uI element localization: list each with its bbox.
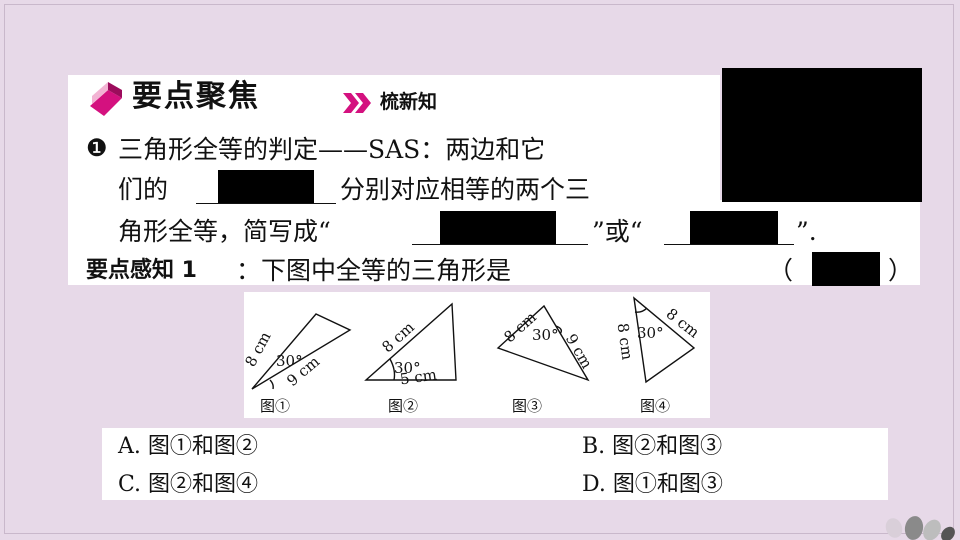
- fig4-angle: 30°: [637, 324, 664, 342]
- triangle-3: [496, 304, 590, 382]
- option-d[interactable]: D. 图①和图③: [582, 472, 723, 497]
- rule-line-3-mid: ”或“: [592, 217, 643, 246]
- slide-border: [4, 4, 954, 534]
- triangle-figures: [251, 296, 696, 390]
- double-chevron-icon: [343, 93, 371, 113]
- angle-arc-3: [555, 325, 563, 335]
- figure-caption-3: 图③: [512, 397, 543, 415]
- section-number: ❶: [86, 134, 108, 162]
- figure-caption-2: 图②: [388, 397, 419, 415]
- angle-arc-4: [634, 307, 648, 313]
- rule-line-2-prefix: 们的: [118, 175, 169, 204]
- fig4-side-a: 8 cm: [613, 321, 637, 361]
- figures-panel: [244, 292, 710, 418]
- decorative-leaf-icon: [885, 516, 955, 540]
- question-text: ：下图中全等的三角形是: [236, 256, 512, 285]
- answer-blank-3[interactable]: [664, 244, 794, 245]
- triangle-2: [364, 302, 457, 381]
- figure-caption-4: 图④: [640, 397, 671, 415]
- option-b[interactable]: B. 图②和图③: [582, 434, 723, 459]
- redaction-block: [218, 170, 314, 203]
- angle-arc-1: [269, 379, 274, 390]
- redaction-block: [812, 252, 880, 286]
- header-title: 要点聚焦: [132, 79, 260, 114]
- answer-paren-open: （: [768, 256, 794, 285]
- fig2-angle: 30°: [394, 359, 421, 377]
- header-bullet-icon: [90, 82, 122, 116]
- answer-blank-1[interactable]: [196, 203, 336, 204]
- answer-blank-2[interactable]: [412, 244, 588, 245]
- rule-line-1: 三角形全等的判定——SAS：两边和它: [118, 135, 546, 164]
- option-c[interactable]: C. 图②和图④: [118, 472, 259, 497]
- triangle-4: [633, 296, 696, 384]
- rule-line-3-end: ”.: [796, 217, 817, 246]
- option-a[interactable]: A. 图①和图②: [118, 434, 258, 459]
- fig1-angle: 30°: [276, 352, 303, 370]
- header-subtitle: 梳新知: [380, 91, 438, 113]
- fig3-angle: 30°: [532, 326, 559, 344]
- question-label: 要点感知 1: [86, 258, 197, 283]
- triangle-1: [251, 313, 352, 390]
- rule-line-3-prefix: 角形全等，简写成“: [118, 217, 331, 246]
- redaction-block: [690, 211, 778, 244]
- options-panel: [102, 428, 888, 500]
- redaction-block: [722, 68, 922, 202]
- content-panel: [68, 75, 720, 285]
- angle-arc-2: [389, 358, 396, 381]
- redaction-block: [440, 211, 556, 244]
- answer-paren-close: ）: [888, 256, 914, 285]
- rule-line-2-suffix: 分别对应相等的两个三: [340, 175, 591, 204]
- figure-caption-1: 图①: [260, 397, 291, 415]
